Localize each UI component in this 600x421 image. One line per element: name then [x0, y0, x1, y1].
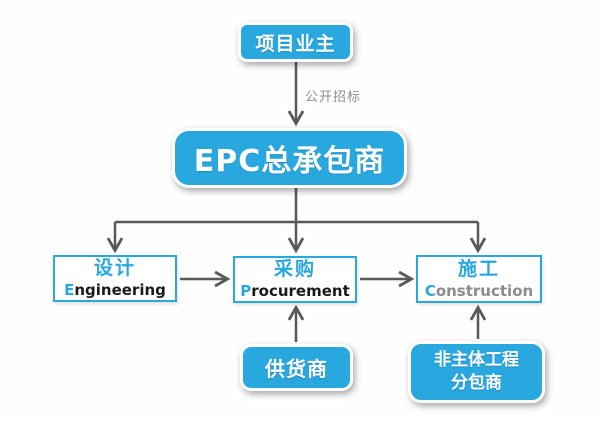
node-construction: 施工 Construction: [416, 255, 542, 303]
procurement-en-initial: P: [240, 282, 252, 300]
design-en-label: Engineering: [64, 281, 166, 300]
node-epc-general-contractor: EPC总承包商: [172, 128, 407, 188]
procurement-en-label: Procurement: [240, 282, 350, 301]
construction-en-label: Construction: [425, 282, 533, 301]
subcontractor-label-line1: 非主体工程: [434, 350, 519, 371]
node-procurement: 采购 Procurement: [233, 256, 357, 303]
construction-zh-label: 施工: [457, 257, 500, 280]
construction-en-initial: C: [424, 281, 436, 300]
node-design-engineering: 设计 Engineering: [53, 255, 177, 302]
design-en-initial: E: [64, 281, 75, 299]
procurement-zh-label: 采购: [273, 258, 316, 281]
node-supplier: 供货商: [240, 344, 353, 391]
subcontractor-label-line2: 分包商: [451, 373, 502, 393]
public-bidding-label: 公开招标: [305, 90, 362, 105]
node-project-owner: 项目业主: [238, 22, 353, 62]
design-en-rest: ngineering: [74, 281, 166, 299]
epc-general-contractor-label: EPC总承包商: [193, 144, 386, 179]
procurement-en-rest: rocurement: [251, 282, 350, 300]
node-subcontractor: 非主体工程 分包商: [408, 341, 545, 403]
project-owner-label: 项目业主: [255, 32, 336, 55]
construction-en-rest: onstruction: [435, 281, 534, 300]
design-zh-label: 设计: [93, 257, 136, 280]
supplier-label: 供货商: [265, 357, 328, 381]
